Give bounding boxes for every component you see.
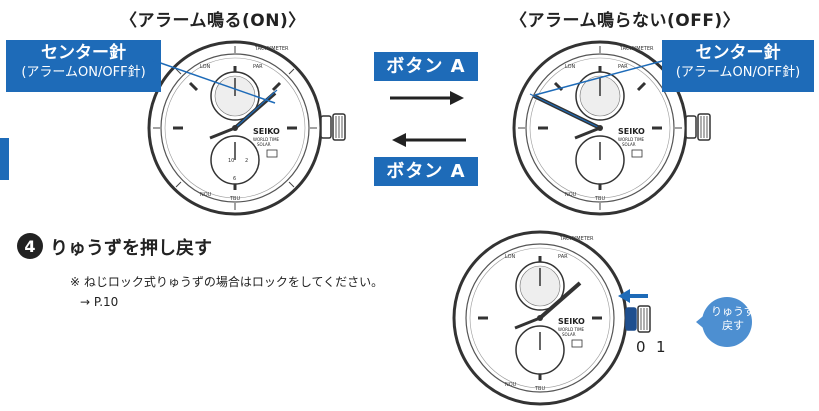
svg-text:SOLAR: SOLAR — [562, 332, 576, 337]
step-number-badge: 4 — [17, 233, 43, 259]
watch-alarm-off: TACHYMETER LON PAR NOU TBU SEIKO WORLD TIM… — [512, 40, 711, 216]
step-title: りゅうずを押し戻す — [50, 238, 212, 259]
button-a-label-top: ボタン A — [374, 52, 478, 81]
svg-text:TACHYMETER: TACHYMETER — [559, 236, 594, 242]
svg-text:PAR: PAR — [253, 64, 263, 70]
crown-callout-text: りゅうず 戻す — [711, 305, 755, 332]
button-a-label-bottom: ボタン A — [374, 157, 478, 186]
svg-text:6: 6 — [233, 176, 236, 182]
side-tab — [0, 138, 9, 180]
svg-text:NOU: NOU — [505, 382, 517, 388]
brand-text: SEIKO — [253, 127, 280, 136]
svg-text:SOLAR: SOLAR — [257, 142, 271, 147]
svg-text:4: 4 — [24, 237, 35, 256]
leader-line-right — [534, 59, 667, 96]
arrow-left-icon — [392, 133, 466, 147]
svg-text:10: 10 — [228, 158, 234, 164]
svg-text:NOU: NOU — [200, 192, 212, 198]
svg-text:PAR: PAR — [618, 64, 628, 70]
crown-position-0: 0 — [636, 338, 646, 356]
svg-text:TBU: TBU — [534, 386, 545, 392]
svg-text:LON: LON — [505, 254, 516, 260]
svg-text:SOLAR: SOLAR — [622, 142, 636, 147]
svg-text:SEIKO: SEIKO — [618, 127, 645, 136]
svg-text:PAR: PAR — [558, 254, 568, 260]
svg-text:LON: LON — [200, 64, 211, 70]
leader-line-left — [151, 59, 276, 104]
svg-text:TACHYMETER: TACHYMETER — [254, 46, 289, 52]
watch-crown-push: TACHYMETER LON PAR NOU TBU SEIKO WORLD TIM… — [452, 230, 651, 406]
svg-text:SEIKO: SEIKO — [558, 317, 585, 326]
svg-text:TBU: TBU — [594, 196, 605, 202]
crown-callout-bubble — [696, 297, 752, 347]
svg-text:NOU: NOU — [565, 192, 577, 198]
page-reference: → P.10 — [80, 295, 119, 309]
screw-lock-note: ※ ねじロック式りゅうずの場合はロックをしてください。 — [70, 275, 384, 289]
svg-text:WORLD TIME: WORLD TIME — [618, 137, 645, 142]
svg-text:WORLD TIME: WORLD TIME — [253, 137, 280, 142]
watch-alarm-on: TACHYMETER LON PAR NOU TBU 10 2 6 SEIKO WORL… — [147, 40, 346, 216]
svg-text:LON: LON — [565, 64, 576, 70]
svg-text:TBU: TBU — [229, 196, 240, 202]
alarm-on-heading: 〈アラーム鳴る(ON)〉 — [120, 11, 306, 31]
center-hand-label-right: センター針 (アラームON/OFF針) — [662, 40, 814, 92]
svg-text:WORLD TIME: WORLD TIME — [558, 327, 585, 332]
arrow-right-icon — [390, 91, 464, 105]
center-hand-label-left: センター針 (アラームON/OFF針) — [6, 40, 161, 92]
alarm-off-heading: 〈アラーム鳴らない(OFF)〉 — [510, 11, 741, 31]
svg-text:2: 2 — [245, 158, 248, 164]
crown-position-1: 1 — [656, 338, 666, 356]
svg-text:TACHYMETER: TACHYMETER — [619, 46, 654, 52]
